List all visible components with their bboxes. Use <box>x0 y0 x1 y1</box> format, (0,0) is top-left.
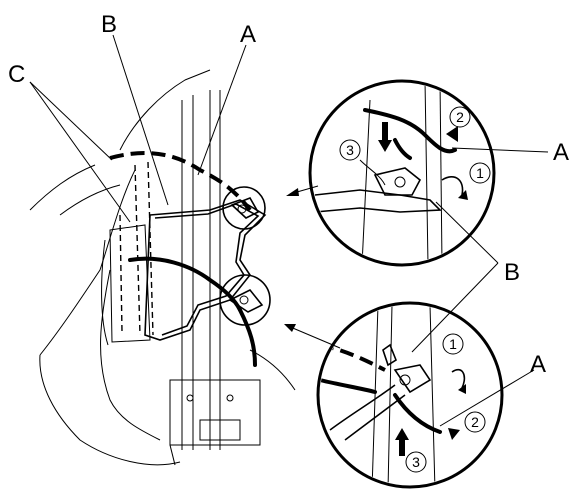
clip-upper <box>222 186 266 230</box>
label-a-bottom-detail: A <box>530 351 546 378</box>
hidden-panel-outline <box>119 161 154 336</box>
callout-arrow-lower <box>284 324 341 349</box>
step-1-top: 1 <box>476 165 484 181</box>
label-a-top-detail: A <box>553 139 569 166</box>
wire-bracket <box>144 199 267 341</box>
clip-lower <box>219 274 271 326</box>
seat-frame-body <box>29 69 296 466</box>
step-arrow-up-icon <box>395 428 409 440</box>
rotate-arrow-icon <box>441 176 464 196</box>
detail-circle-top <box>308 79 496 267</box>
step-2-bottom: 2 <box>471 414 479 430</box>
label-b-main: B <box>101 11 117 38</box>
label-a-main: A <box>240 21 256 48</box>
step-markers-bottom: 1 2 3 <box>405 333 486 473</box>
leaders-bottom-detail <box>439 369 535 427</box>
label-b-detail: B <box>504 259 520 286</box>
step-3-top: 3 <box>346 142 354 158</box>
step-markers-top: 3 2 1 <box>339 106 491 184</box>
rotate-arrow-icon-bottom <box>451 368 466 389</box>
label-c-main: C <box>8 61 25 88</box>
leaders-top-detail <box>411 147 549 353</box>
leaders-main <box>29 34 247 223</box>
callout-arrow-upper <box>286 185 319 196</box>
step-arrow-upleft-icon <box>448 428 460 440</box>
detail-circle-bottom <box>316 301 504 489</box>
step-arrow-left-icon <box>446 126 458 142</box>
step-3-bottom: 3 <box>412 454 420 470</box>
step-1-bottom: 1 <box>449 336 457 352</box>
step-arrow-down-icon <box>378 140 392 152</box>
step-2-top: 2 <box>456 109 464 125</box>
